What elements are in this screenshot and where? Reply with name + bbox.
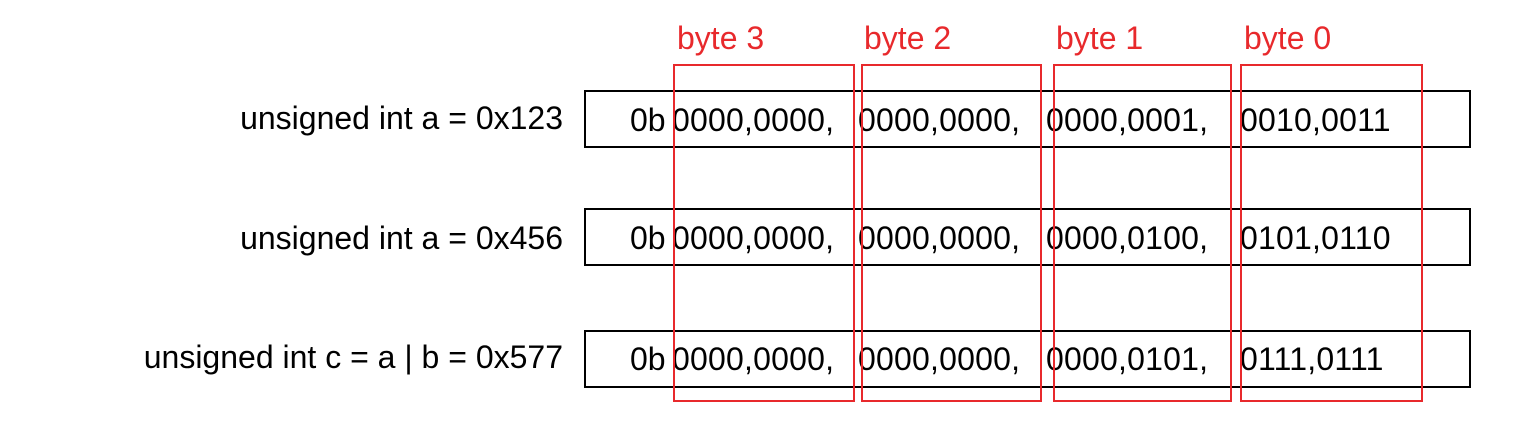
byte1-value-2: 0000,0100, bbox=[1046, 220, 1209, 256]
byte-label-2: byte 2 bbox=[864, 20, 952, 56]
binary-prefix-2: 0b bbox=[630, 220, 666, 256]
byte0-value-1: 0010,0011 bbox=[1240, 102, 1391, 138]
byte-label-1: byte 1 bbox=[1056, 20, 1144, 56]
byte3-value-3: 0000,0000, bbox=[672, 341, 835, 377]
byte-label-3: byte 3 bbox=[677, 20, 765, 56]
binary-prefix-1: 0b bbox=[630, 102, 666, 138]
byte0-value-2: 0101,0110 bbox=[1240, 220, 1391, 256]
byte1-value-1: 0000,0001, bbox=[1046, 102, 1209, 138]
row-label-3: unsigned int c = a | b = 0x577 bbox=[143, 339, 563, 375]
byte-label-0: byte 0 bbox=[1244, 20, 1332, 56]
byte-3-column-highlight bbox=[673, 64, 855, 402]
row-label-1: unsigned int a = 0x123 bbox=[240, 100, 563, 136]
byte1-value-3: 0000,0101, bbox=[1046, 341, 1209, 377]
byte2-value-1: 0000,0000, bbox=[858, 102, 1021, 138]
byte2-value-3: 0000,0000, bbox=[858, 341, 1021, 377]
byte-1-column-highlight bbox=[1053, 64, 1232, 402]
binary-prefix-3: 0b bbox=[630, 341, 666, 377]
byte3-value-1: 0000,0000, bbox=[672, 102, 835, 138]
byte-0-column-highlight bbox=[1240, 64, 1423, 402]
byte2-value-2: 0000,0000, bbox=[858, 220, 1021, 256]
value-box-3 bbox=[584, 330, 1471, 388]
byte0-value-3: 0111,0111 bbox=[1240, 341, 1384, 377]
row-label-2: unsigned int a = 0x456 bbox=[240, 220, 563, 256]
byte3-value-2: 0000,0000, bbox=[672, 220, 835, 256]
value-box-2 bbox=[584, 208, 1471, 266]
value-box-1 bbox=[584, 90, 1471, 148]
byte-2-column-highlight bbox=[861, 64, 1042, 402]
